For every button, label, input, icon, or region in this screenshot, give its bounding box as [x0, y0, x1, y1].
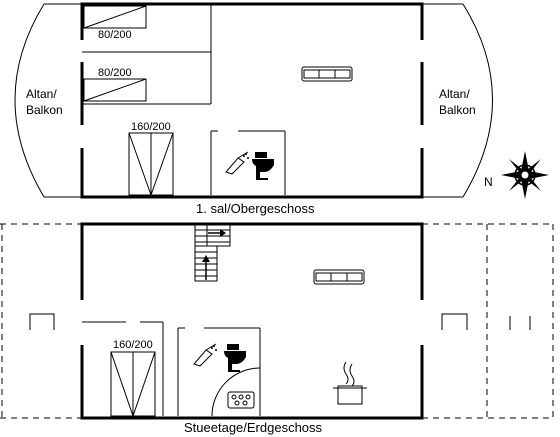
balcony-left-outline: [14, 3, 45, 198]
ground-floor: 160/200: [0, 222, 554, 435]
shower-icon-ground: [193, 343, 217, 367]
balcony-right-line1: Altan/: [439, 87, 470, 101]
ground-floor-title: Stueetage/Erdgeschoss: [184, 420, 323, 435]
balcony-left-line2: Balkon: [26, 103, 63, 117]
bathroom-upper: [210, 130, 286, 195]
outdoor-chair-right: [441, 313, 468, 330]
upper-floor-walls: [80, 2, 424, 199]
kitchen-pot-icon: [333, 361, 367, 405]
bed-single-top: [83, 5, 147, 29]
toilet-icon-ground: [224, 344, 246, 372]
balcony-left-line1: Altan/: [26, 87, 57, 101]
compass-north-label: N: [484, 175, 493, 189]
spa-bath-icon: [227, 391, 255, 409]
bed-double-upper: [128, 132, 174, 196]
bed-double-size-ground: 160/200: [113, 339, 153, 351]
bed-top-size: 80/200: [98, 29, 132, 41]
shower-icon: [225, 151, 249, 175]
compass-icon: [501, 151, 549, 199]
sofa-icon-ground: [313, 269, 365, 285]
bathroom-ground: [177, 327, 261, 417]
staircase: [194, 223, 231, 282]
balcony-right-line2: Balkon: [439, 103, 476, 117]
toilet-icon: [252, 152, 274, 180]
bed-middle-size: 80/200: [98, 67, 132, 79]
sofa-icon-upper: [301, 66, 353, 82]
bed-double-ground: [110, 351, 156, 417]
bed-single-middle: [83, 78, 147, 102]
upper-floor-title: 1. sal/Obergeschoss: [196, 201, 315, 216]
balcony-right-outline: [462, 3, 493, 198]
upper-floor: 80/200 80/200 160/200: [14, 2, 493, 216]
bed-double-size-upper: 160/200: [131, 121, 171, 133]
outdoor-chair-left: [29, 313, 55, 330]
